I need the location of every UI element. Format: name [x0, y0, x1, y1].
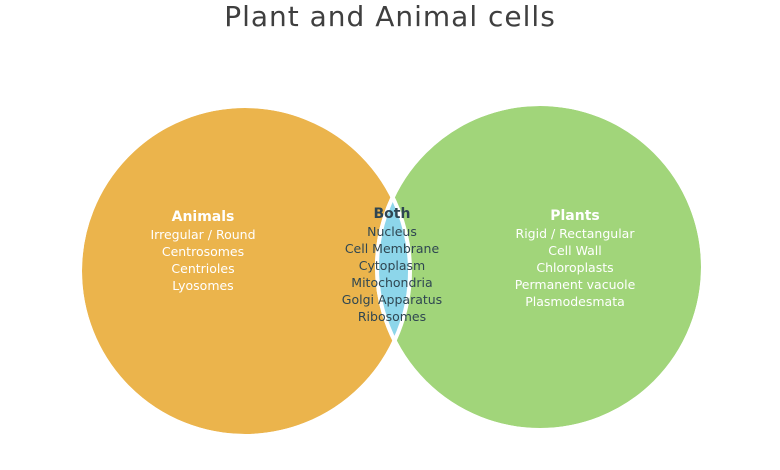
list-item: Mitochondria [351, 275, 433, 290]
diagram-title: Plant and Animal cells [224, 0, 556, 33]
animals-list: Irregular / Round Centrosomes Centrioles… [128, 226, 278, 294]
list-item: Irregular / Round [150, 227, 256, 242]
plants-list: Rigid / Rectangular Cell Wall Chloroplas… [500, 225, 650, 310]
list-item: Nucleus [367, 224, 417, 239]
animals-heading: Animals [171, 209, 235, 225]
animals-label-block: Animals Irregular / Round Centrosomes Ce… [128, 208, 278, 294]
plants-circle-outline [375, 102, 705, 432]
list-item: Cell Membrane [344, 241, 440, 256]
list-item: Cytoplasm [358, 258, 426, 273]
list-item: Rigid / Rectangular [515, 226, 635, 241]
list-item: Chloroplasts [536, 260, 614, 275]
animals-circle-outline [78, 104, 412, 438]
list-item: Centrioles [171, 261, 235, 276]
both-heading: Both [373, 206, 411, 222]
both-list: Nucleus Cell Membrane Cytoplasm Mitochon… [318, 223, 466, 325]
list-item: Centrosomes [161, 244, 245, 259]
both-label-block: Both Nucleus Cell Membrane Cytoplasm Mit… [318, 205, 466, 325]
list-item: Cell Wall [548, 243, 602, 258]
list-item: Golgi Apparatus [341, 292, 443, 307]
list-item: Ribosomes [357, 309, 427, 324]
list-item: Permanent vacuole [514, 277, 636, 292]
list-item: Plasmodesmata [525, 294, 625, 309]
plants-label-block: Plants Rigid / Rectangular Cell Wall Chl… [500, 207, 650, 310]
plants-heading: Plants [550, 208, 600, 224]
list-item: Lyosomes [172, 278, 234, 293]
